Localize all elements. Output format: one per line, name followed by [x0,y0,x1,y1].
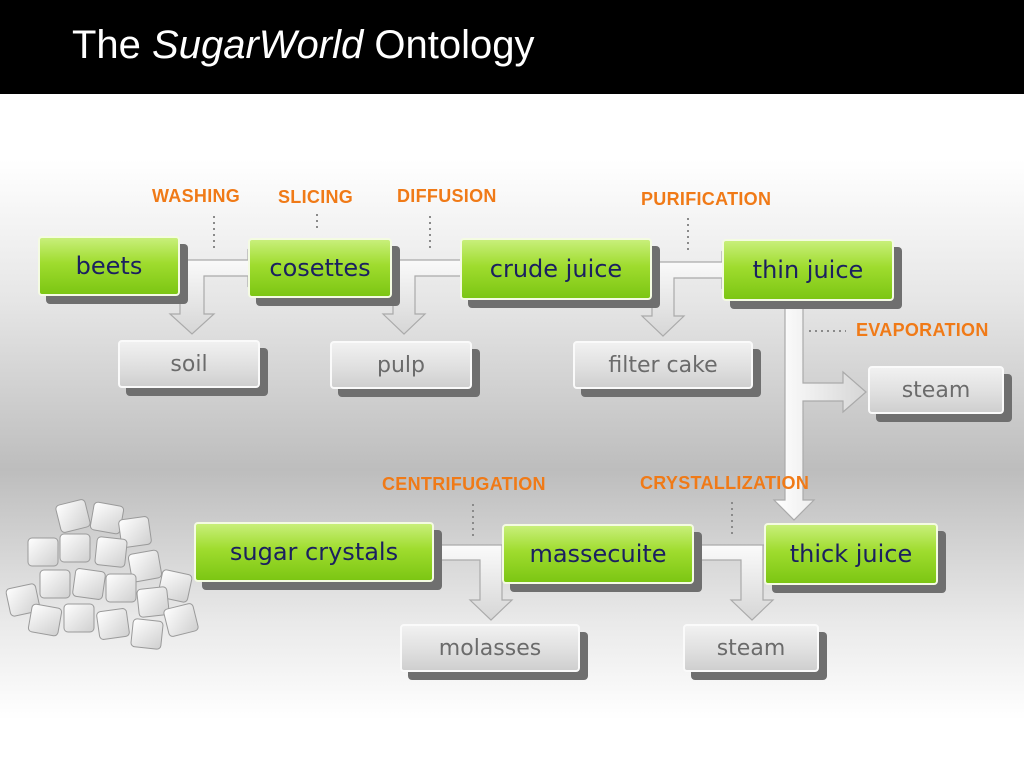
title-prefix: The [72,23,153,67]
node-soil-label: soil [118,340,260,388]
node-filter-cake-label: filter cake [573,341,753,389]
node-massecuite-label: massecuite [502,524,694,584]
node-beets: beets [38,236,188,304]
node-sugar-crystals: sugar crystals [194,522,442,590]
node-molasses: molasses [400,624,588,680]
node-thin-juice-label: thin juice [722,239,894,301]
title-suffix: Ontology [363,23,535,67]
process-purification: PURIFICATION [641,189,772,209]
node-steam-evaporation-label: steam [868,366,1004,414]
node-steam-crystallization-label: steam [683,624,819,672]
process-slicing: SLICING [278,187,354,207]
process-evaporation: EVAPORATION [856,320,989,340]
node-filter-cake: filter cake [573,341,761,397]
node-pulp-label: pulp [330,341,472,389]
title-bar: The SugarWorld Ontology [0,0,1024,94]
node-sugar-crystals-label: sugar crystals [194,522,434,582]
process-washing: WASHING [152,186,241,206]
node-cosettes-label: cosettes [248,238,392,298]
title-italic: SugarWorld [152,23,364,67]
sugar-cubes-image [5,499,199,650]
process-centrifugation: CENTRIFUGATION [382,474,546,494]
node-steam-evaporation: steam [868,366,1012,422]
arrow-thin-to-thick-juice [772,299,867,521]
node-soil: soil [118,340,268,396]
page-title: The SugarWorld Ontology [72,20,534,70]
node-cosettes: cosettes [248,238,400,306]
node-molasses-label: molasses [400,624,580,672]
node-steam-crystallization: steam [683,624,827,680]
node-beets-label: beets [38,236,180,296]
node-thin-juice: thin juice [722,239,902,309]
process-crystallization: CRYSTALLIZATION [640,473,810,493]
node-massecuite: massecuite [502,524,702,592]
node-crude-juice: crude juice [460,238,660,308]
node-crude-juice-label: crude juice [460,238,652,300]
process-diffusion: DIFFUSION [397,186,497,206]
node-pulp: pulp [330,341,480,397]
node-thick-juice: thick juice [764,523,946,593]
node-thick-juice-label: thick juice [764,523,938,585]
